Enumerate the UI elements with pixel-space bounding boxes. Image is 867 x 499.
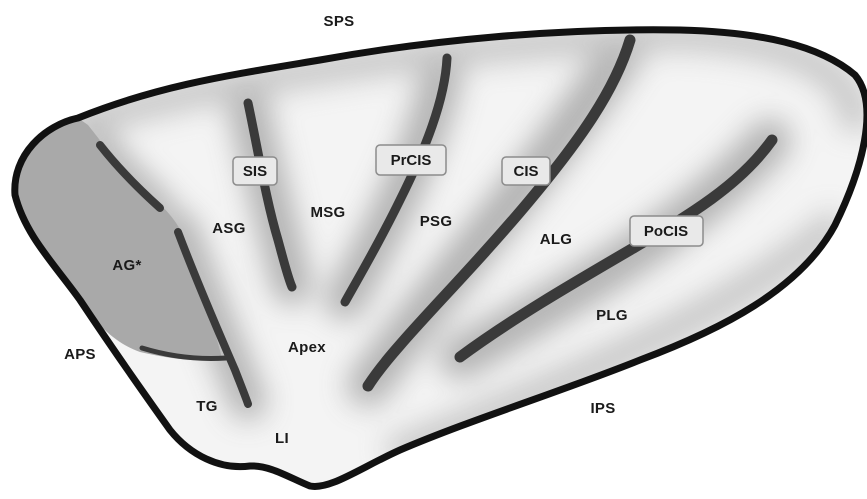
prcis-label: PrCIS [391,152,432,169]
li-label: LI [275,430,289,447]
pocis-label: PoCIS [644,223,688,240]
asg-label: ASG [212,220,245,237]
alg-label: ALG [540,231,573,248]
prcis-label-box: PrCIS [376,145,446,175]
sis-label-box: SIS [233,157,277,185]
cis-label-box: CIS [502,157,550,185]
cis-label: CIS [513,163,538,180]
msg-label: MSG [310,204,345,221]
psg-label: PSG [420,213,453,230]
sps-label: SPS [324,13,355,30]
apex-label: Apex [288,339,326,356]
tg-label: TG [196,398,217,415]
ips-label: IPS [590,400,615,417]
ag-label: AG* [112,257,141,274]
sis-label: SIS [243,163,267,180]
plg-label: PLG [596,307,628,324]
aps-label: APS [64,346,96,363]
pocis-label-box: PoCIS [630,216,703,246]
